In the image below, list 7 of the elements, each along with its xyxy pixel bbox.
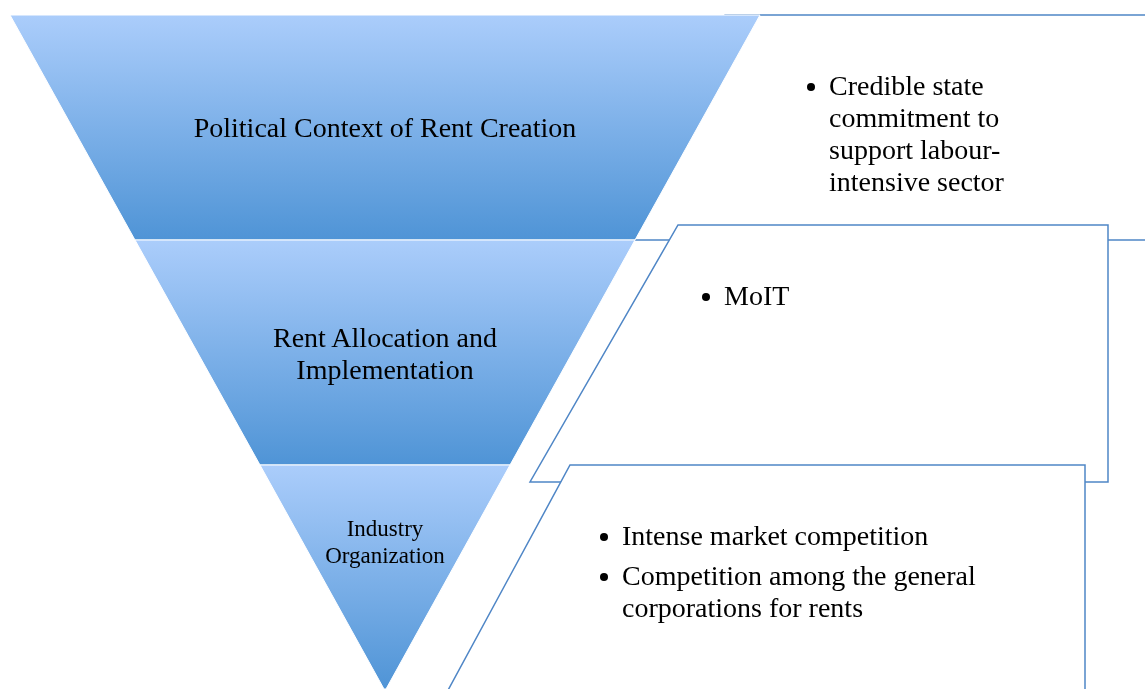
segment-label: Industry Organization	[324, 515, 446, 569]
segment-label: Rent Allocation and Implementation	[272, 322, 498, 386]
bullet-text: MoIT	[724, 280, 790, 311]
bullet-text: Competition among the general corporations for rents	[622, 560, 976, 623]
bullet-text: Credible state commitment to support labour-intensive sector	[829, 70, 1004, 197]
segment-label: Political Context of Rent Creation	[192, 112, 578, 144]
bullet-text: Intense market competition	[622, 520, 929, 551]
